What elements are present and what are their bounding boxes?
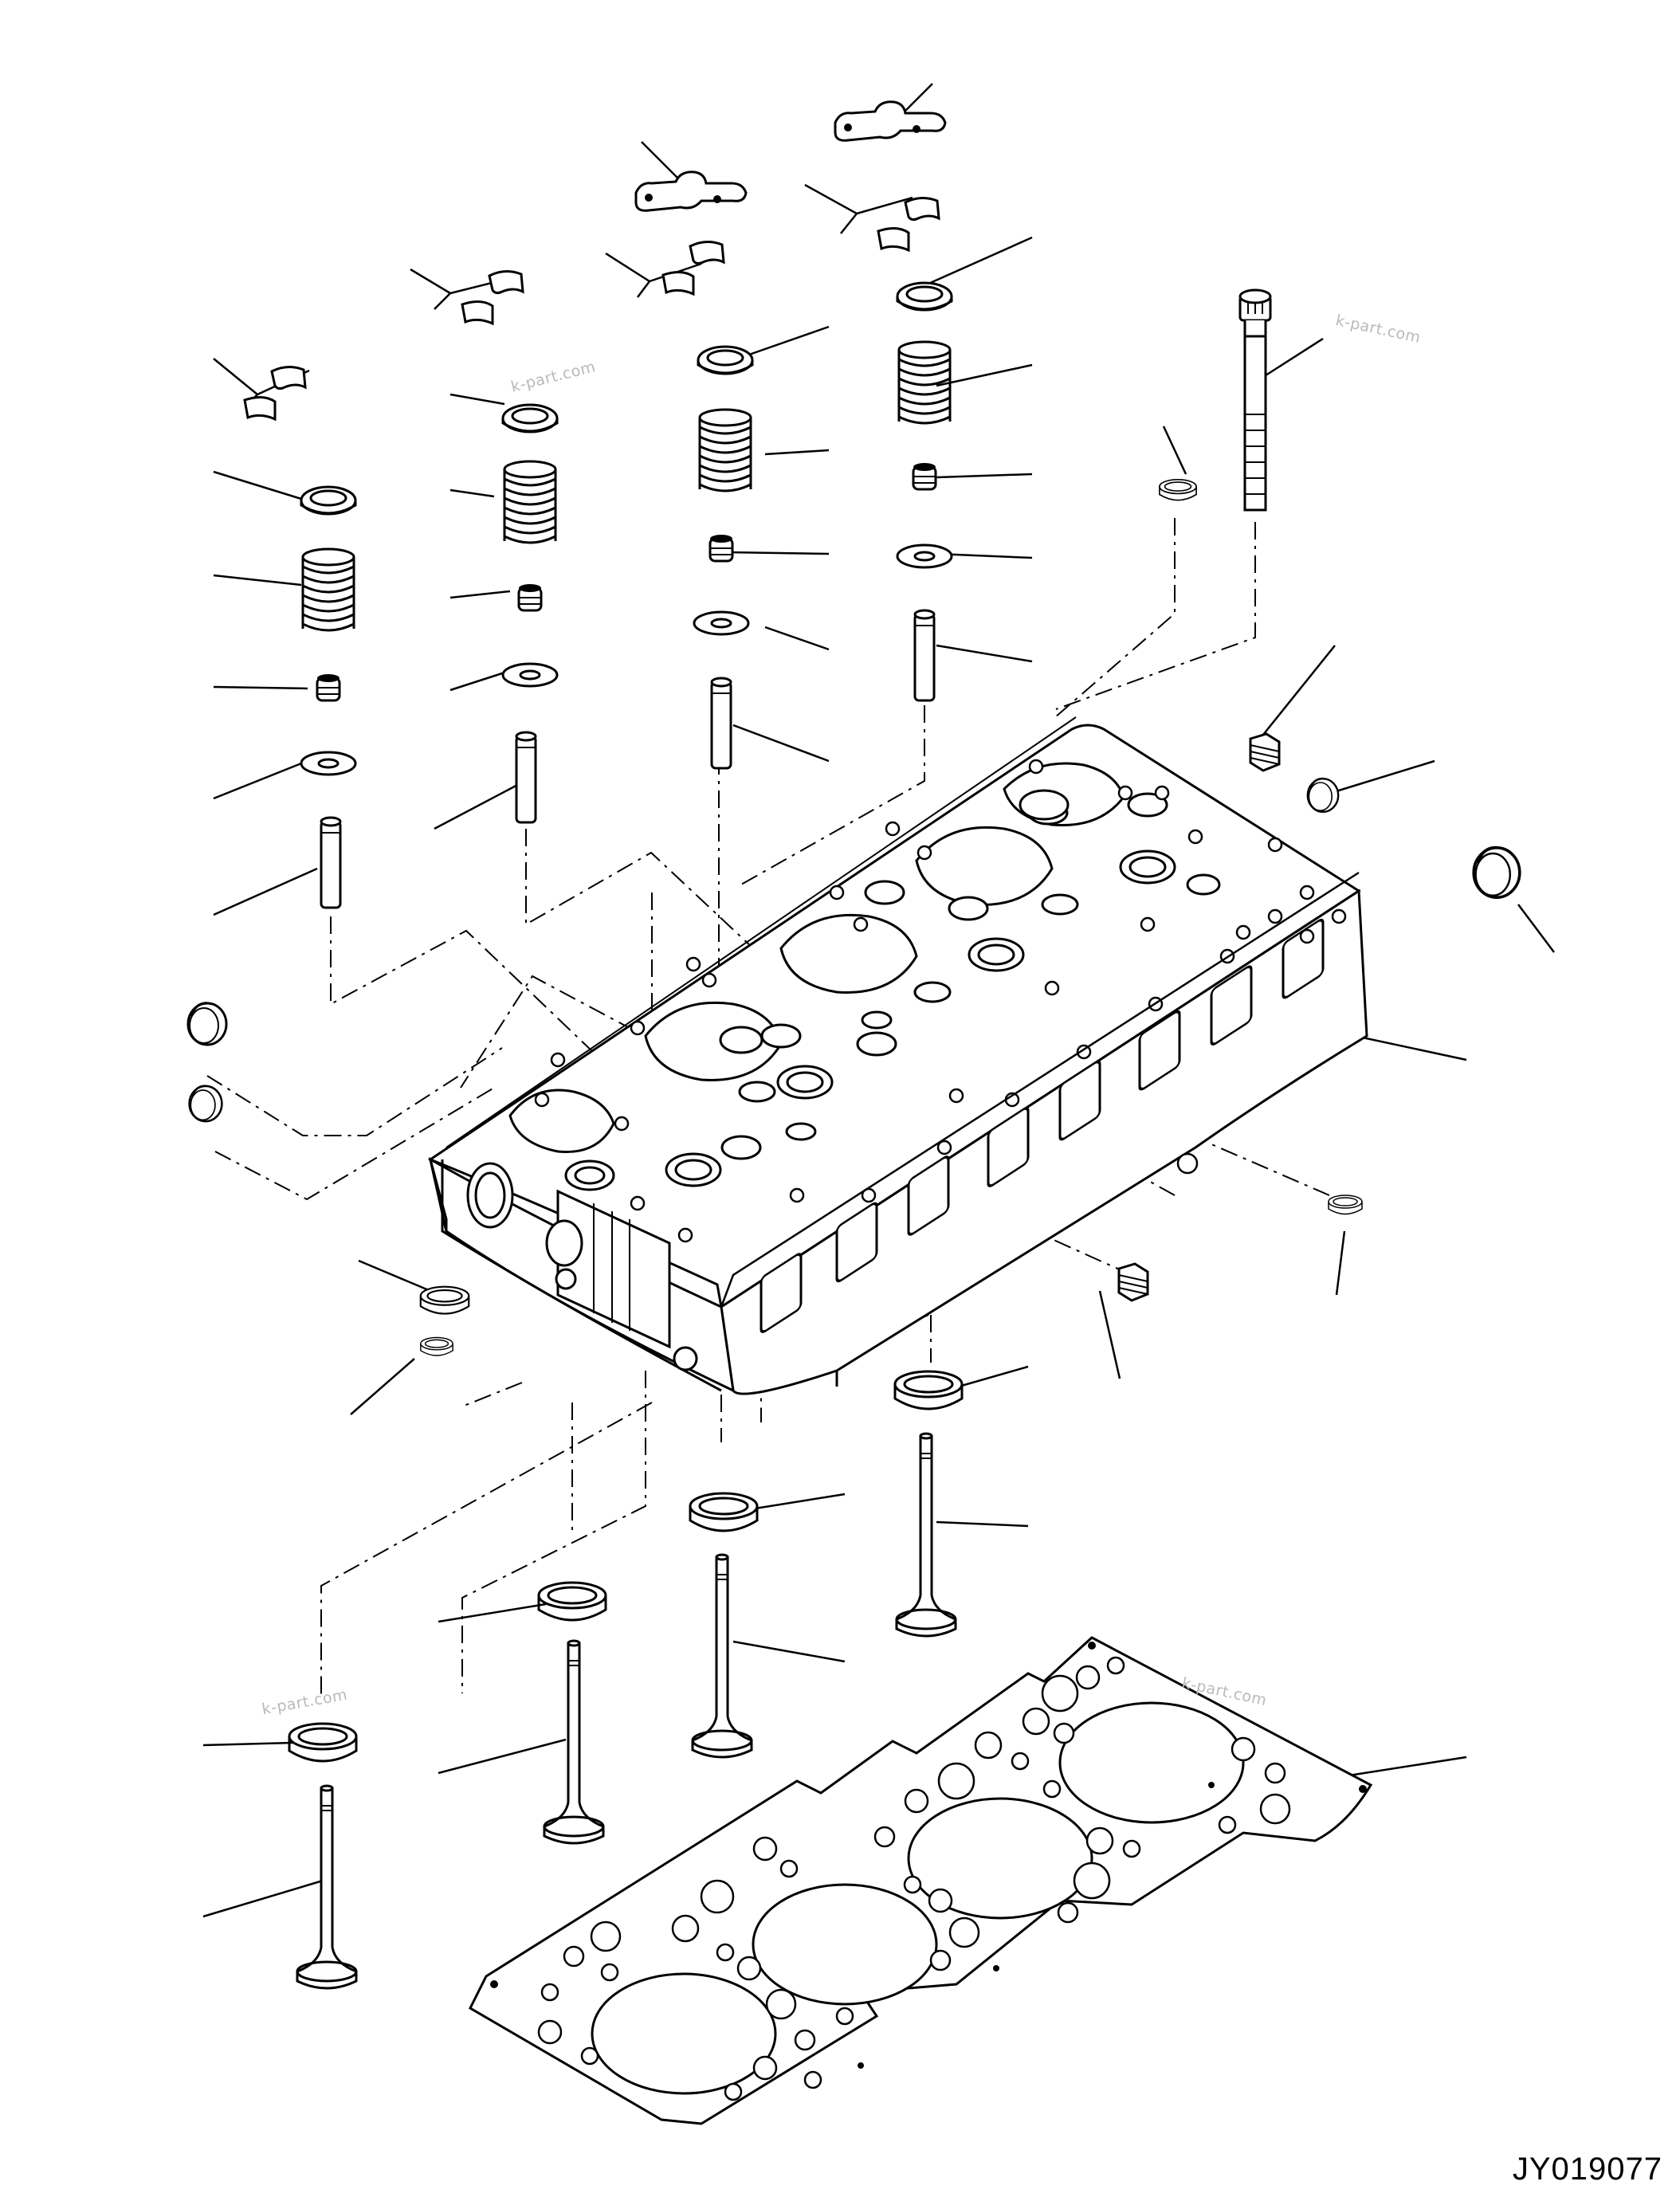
valve-cotter-1 [243, 365, 307, 421]
o-ring-top [1159, 478, 1197, 501]
valve-stem-seal-1 [316, 673, 341, 702]
valve-seat-insert-1 [893, 1370, 964, 1410]
threaded-plug-top [1249, 732, 1281, 772]
spring-seat-washer-3 [693, 610, 750, 636]
valve-cotter-3 [661, 240, 725, 296]
head-gasket [469, 1636, 1373, 2125]
valve-spring-4 [897, 340, 952, 425]
head-bolt [1238, 288, 1272, 512]
valve-guide-1 [320, 816, 342, 909]
spring-seat-washer-2 [501, 662, 559, 688]
drawing-number: JY019077 [1512, 2152, 1662, 2187]
valve-guide-2 [515, 731, 537, 824]
expansion-plug-right-1 [1306, 777, 1340, 813]
o-ring-right [1328, 1195, 1363, 1215]
valve-seat-insert-3 [537, 1581, 607, 1622]
valve-stem-seal-4 [912, 461, 937, 491]
spring-retainer-3 [697, 345, 754, 375]
valve-spring-3 [698, 408, 752, 492]
valve-spring-1 [301, 547, 355, 632]
valve-bridge-1 [634, 171, 748, 212]
exhaust-valve-1 [895, 1432, 957, 1638]
cylinder-head [427, 716, 1368, 1395]
spring-retainer-2 [501, 403, 559, 434]
leader-lines [202, 83, 1555, 1918]
valve-seat-insert-4 [288, 1722, 358, 1763]
spring-seat-washer-4 [896, 543, 953, 569]
spring-seat-washer-1 [300, 751, 357, 776]
expansion-plug-left-1 [186, 1002, 228, 1046]
valve-spring-2 [503, 460, 557, 544]
valve-stem-seal-2 [517, 583, 543, 612]
o-ring-left [420, 1336, 453, 1356]
spring-retainer-1 [300, 485, 357, 516]
valve-cotter-2 [461, 269, 524, 325]
valve-guide-3 [710, 677, 732, 770]
valve-seat-insert-2 [689, 1492, 759, 1532]
valve-guide-4 [913, 609, 936, 702]
intake-valve-1 [691, 1553, 753, 1759]
valve-bridge-2 [834, 100, 947, 142]
expansion-plug-right-2 [1472, 845, 1521, 899]
threaded-plug-bottom [1117, 1262, 1149, 1302]
spring-retainer-4 [896, 281, 953, 312]
intake-valve-2 [296, 1784, 358, 1990]
expansion-plug-left-2 [188, 1085, 223, 1123]
valve-stem-seal-3 [709, 533, 734, 563]
valve-seat-ring-left [419, 1285, 470, 1315]
